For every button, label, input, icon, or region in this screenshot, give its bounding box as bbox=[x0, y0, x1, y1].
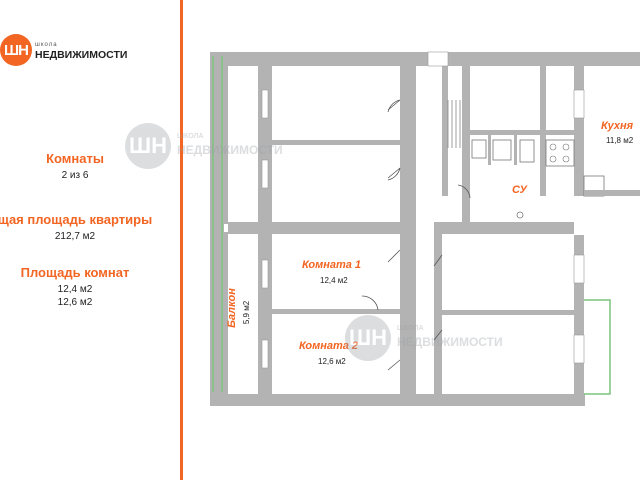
wall-right-stub bbox=[584, 190, 640, 196]
door-4 bbox=[387, 359, 401, 371]
rooms-heading: Комнаты bbox=[46, 151, 104, 166]
kitchen-area: 11,8 м2 bbox=[606, 136, 634, 145]
room2-label: Комната 2 bbox=[299, 340, 359, 352]
wall-col-a bbox=[258, 66, 272, 394]
room1-label: Комната 1 bbox=[302, 259, 362, 271]
rooms-value: 2 из 6 bbox=[61, 170, 89, 181]
door-3 bbox=[387, 249, 401, 263]
logo-badge: ШН bbox=[0, 34, 32, 66]
wall-right-upper bbox=[574, 66, 584, 196]
windows bbox=[261, 51, 585, 369]
watermark-badge: ШН bbox=[345, 315, 391, 361]
balcony-right bbox=[584, 299, 611, 395]
watermark-badge: ШН bbox=[125, 123, 171, 169]
wall-top-left bbox=[210, 52, 428, 66]
wall-col-b bbox=[400, 66, 408, 396]
door-5 bbox=[433, 254, 443, 267]
wall-top-right bbox=[448, 52, 640, 66]
wall-h2 bbox=[272, 222, 400, 234]
brand-logo: ШН школа НЕДВИЖИМОСТИ bbox=[0, 34, 140, 74]
balcony-area: 5,9 м2 bbox=[242, 300, 252, 325]
drain-fixture bbox=[516, 211, 524, 219]
rooms-area-heading: Площадь комнат bbox=[20, 265, 130, 280]
window-6 bbox=[573, 254, 585, 284]
wall-right-block-left bbox=[442, 66, 448, 196]
total-area-value: 212,7 м2 bbox=[54, 231, 96, 242]
watermark-small: ШКОЛА bbox=[397, 325, 424, 332]
wall-bottom bbox=[210, 394, 585, 406]
toilet-fixture bbox=[519, 139, 535, 163]
door-room1 bbox=[361, 295, 379, 311]
wall-left-inner-top bbox=[224, 66, 228, 224]
door-1 bbox=[387, 99, 401, 113]
wall-right-h1 bbox=[442, 222, 574, 234]
wall-h3 bbox=[272, 309, 400, 314]
balcony-label: Балкон bbox=[225, 288, 238, 328]
window-4 bbox=[261, 339, 269, 369]
wall-right-lower bbox=[574, 235, 584, 400]
window-2 bbox=[261, 159, 269, 189]
watermark-small: ШКОЛА bbox=[177, 133, 204, 140]
door-6 bbox=[433, 329, 443, 341]
wall-corridor-left bbox=[408, 66, 416, 396]
wall-h1 bbox=[272, 140, 400, 145]
bathroom-label: СУ bbox=[512, 184, 527, 196]
kitchen-label: Кухня bbox=[601, 120, 634, 132]
watermark-big: НЕДВИЖИМОСТИ bbox=[177, 143, 283, 157]
orange-divider bbox=[180, 0, 183, 480]
room1-area: 12,4 м2 bbox=[320, 276, 348, 285]
bath-fixtures bbox=[471, 139, 535, 219]
door-bath bbox=[457, 184, 471, 199]
total-area-heading: щая площадь квартиры bbox=[0, 212, 153, 227]
logo-small-text: школа bbox=[35, 42, 58, 48]
wall-h2-left bbox=[228, 222, 258, 234]
wall-bath-part1 bbox=[488, 135, 491, 165]
logo-big-text: НЕДВИЖИМОСТИ bbox=[35, 49, 128, 61]
window-5 bbox=[573, 89, 585, 119]
walls bbox=[210, 52, 640, 406]
stair-hatch bbox=[447, 100, 461, 148]
watermark-1: ШН ШКОЛА НЕДВИЖИМОСТИ bbox=[125, 123, 315, 173]
window-7 bbox=[573, 334, 585, 364]
balcony-left bbox=[212, 56, 223, 392]
shower-fixture bbox=[471, 139, 487, 159]
wall-bath-top bbox=[470, 130, 574, 135]
wall-kitchen-left bbox=[540, 66, 546, 196]
room1-area-value: 12,4 м2 bbox=[57, 284, 93, 295]
room2-area-value: 12,6 м2 bbox=[57, 297, 93, 308]
balconies bbox=[212, 56, 611, 395]
watermark-2: ШН ШКОЛА НЕДВИЖИМОСТИ bbox=[345, 315, 535, 365]
sink-fixture bbox=[492, 139, 512, 161]
room2-area: 12,6 м2 bbox=[318, 357, 346, 366]
entrance-gap bbox=[427, 51, 449, 67]
window-3 bbox=[261, 259, 269, 289]
doors bbox=[361, 99, 471, 371]
window-1 bbox=[261, 89, 269, 119]
door-2 bbox=[387, 167, 401, 181]
wall-bath-left bbox=[462, 62, 470, 222]
wall-right-h2 bbox=[442, 310, 574, 315]
wall-left-inner-bottom bbox=[224, 232, 228, 394]
wall-bath-part2 bbox=[514, 135, 517, 165]
watermark-big: НЕДВИЖИМОСТИ bbox=[397, 335, 503, 349]
wall-corridor-right bbox=[434, 222, 442, 396]
